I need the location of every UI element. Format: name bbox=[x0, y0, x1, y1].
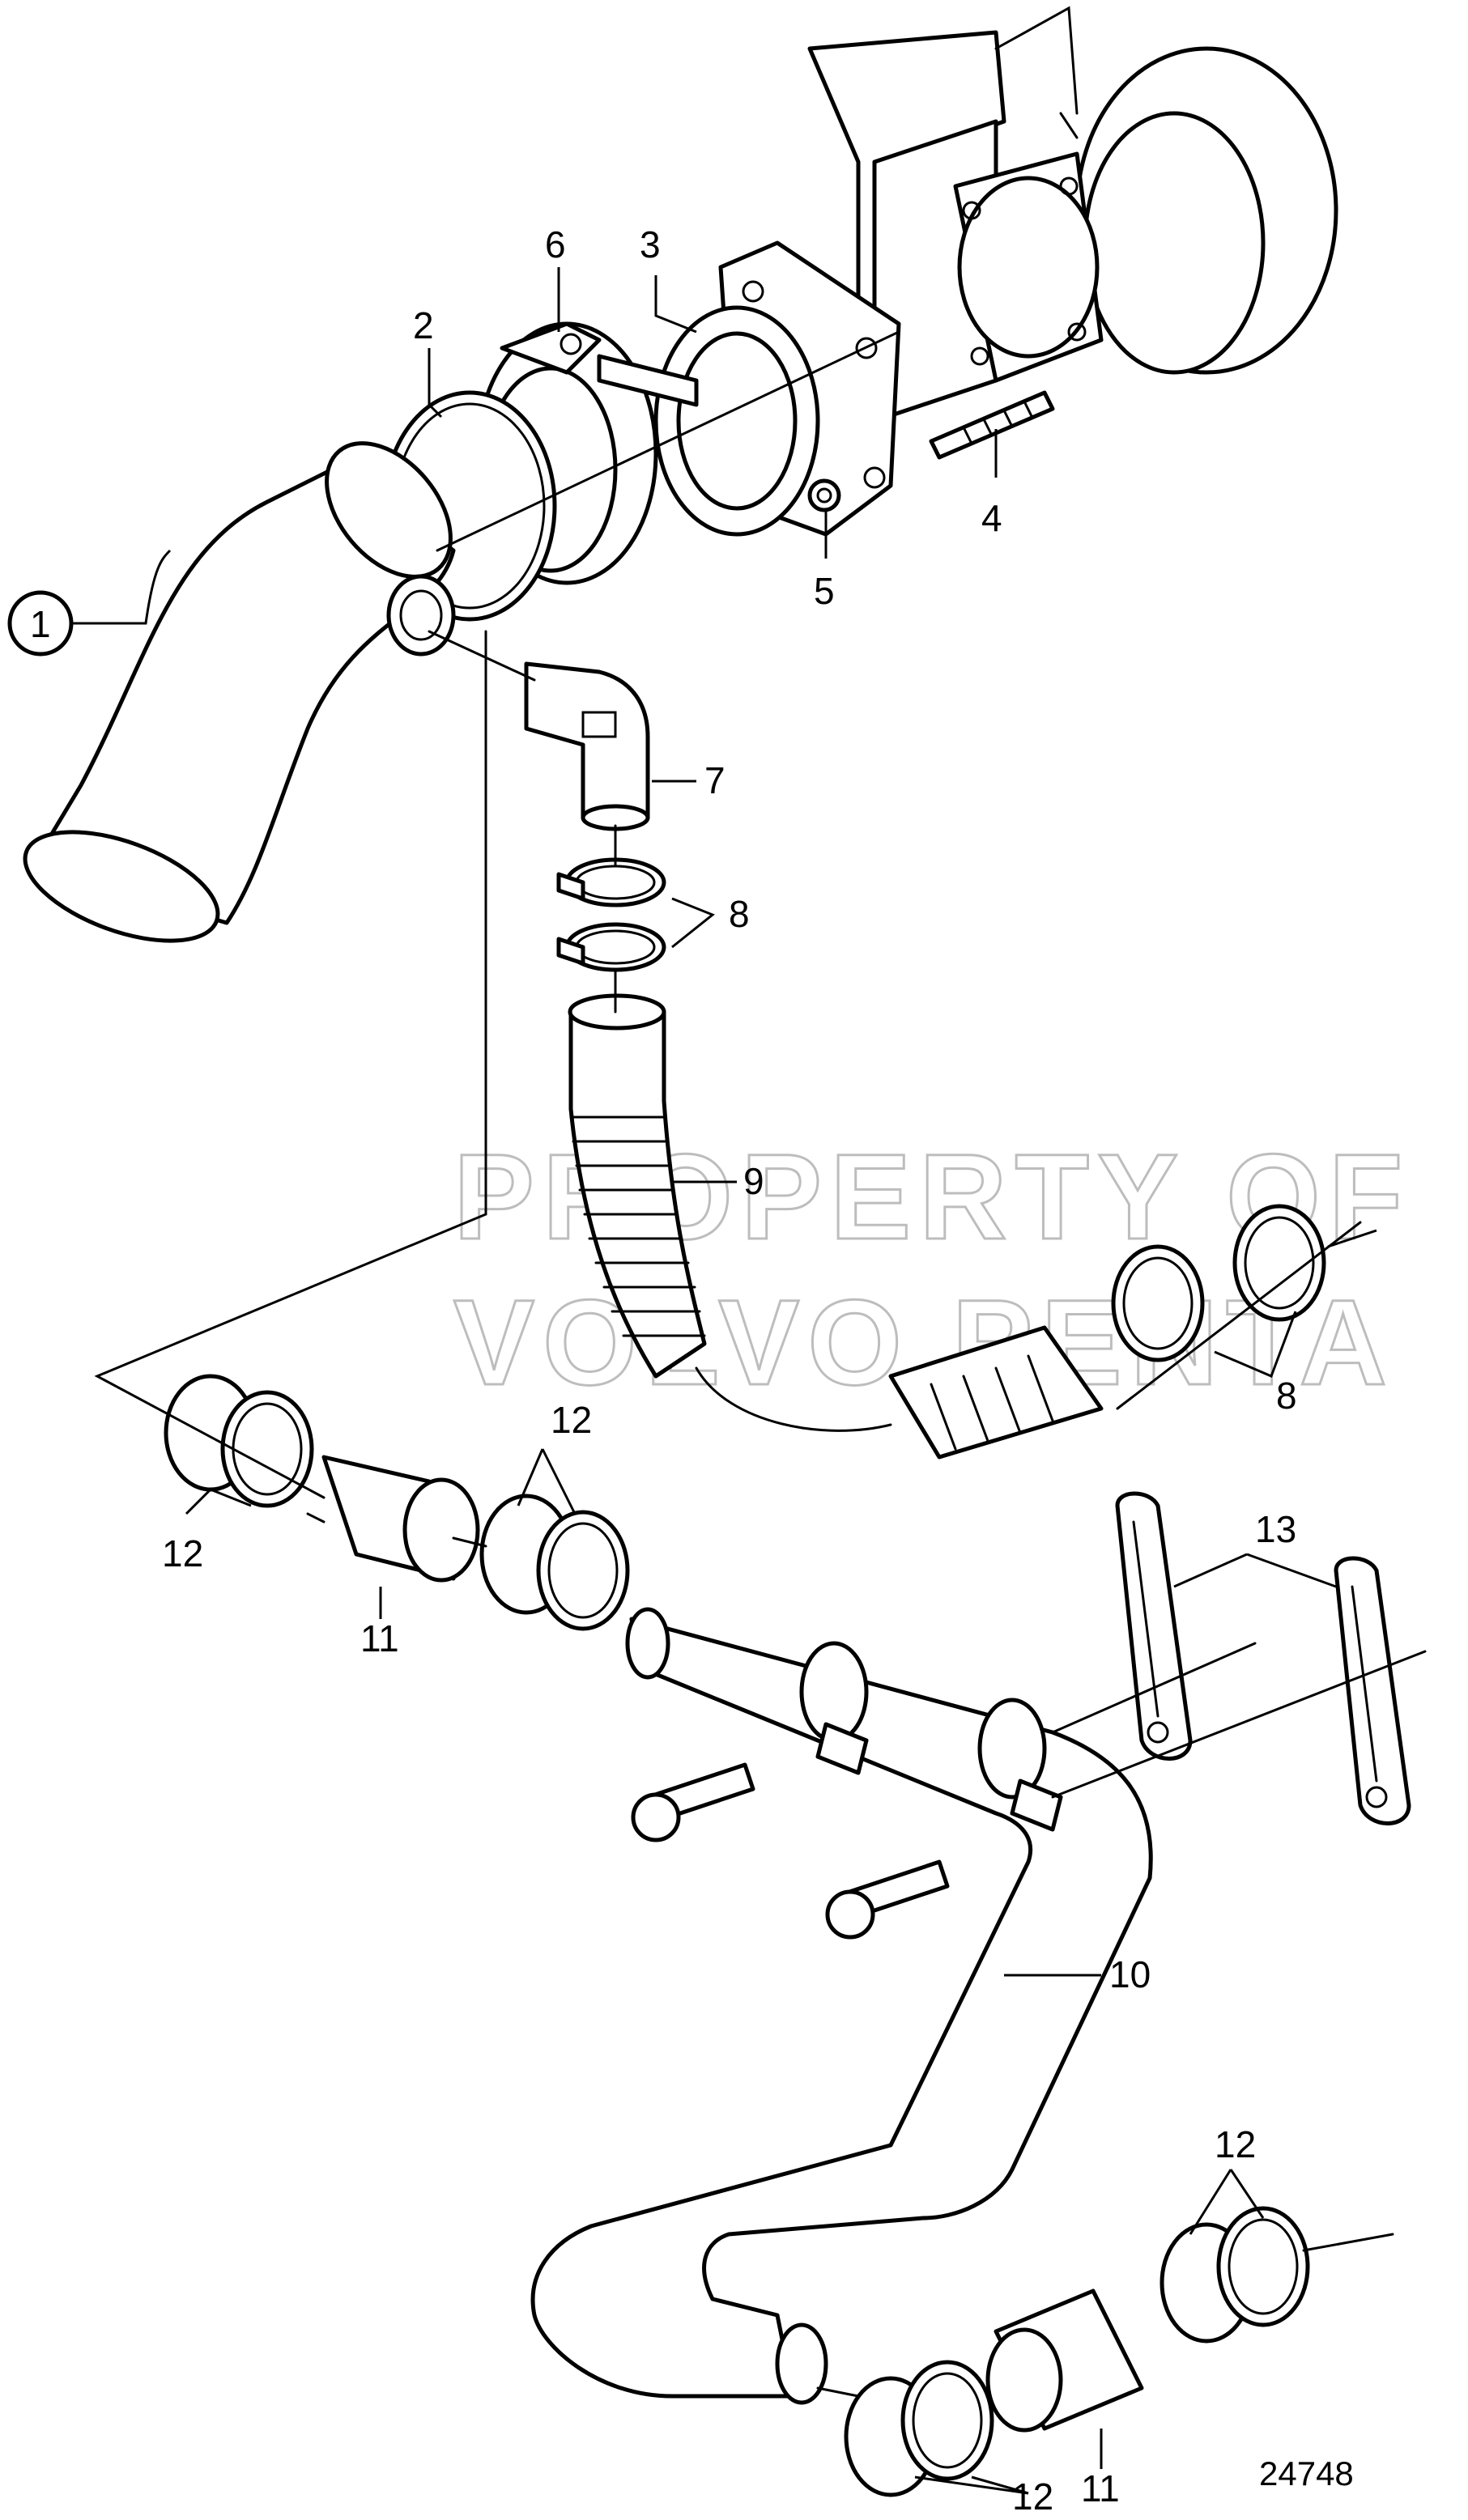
part-12-hose-clamps-middle bbox=[479, 1494, 630, 1631]
callout-13: 13 bbox=[1255, 1508, 1296, 1550]
callout-8-right: 8 bbox=[1276, 1375, 1297, 1417]
part-11-hose-sleeve-lower bbox=[985, 2288, 1144, 2433]
part-11-hose-sleeve-upper bbox=[321, 1455, 480, 1583]
callout-3: 3 bbox=[640, 223, 661, 266]
callout-6: 6 bbox=[545, 223, 566, 266]
part-5-nut bbox=[807, 478, 841, 512]
part-13-support-brackets bbox=[1115, 1491, 1411, 1825]
part-12-hose-clamps-left bbox=[164, 1374, 314, 1508]
callout-circle-1 bbox=[7, 590, 74, 657]
part-9-corrugated-hose bbox=[568, 993, 1104, 1460]
callout-11-upper: 11 bbox=[360, 1617, 399, 1659]
callout-10: 10 bbox=[1109, 1953, 1151, 1995]
callout-1: 1 bbox=[30, 603, 51, 645]
callout-7: 7 bbox=[704, 759, 725, 801]
callout-12-middle: 12 bbox=[551, 1399, 592, 1441]
turbocharger-housing bbox=[807, 6, 1338, 423]
callout-12-left: 12 bbox=[162, 1532, 203, 1574]
callout-4: 4 bbox=[981, 497, 1002, 539]
callout-9: 9 bbox=[743, 1160, 764, 1202]
callout-5: 5 bbox=[814, 570, 835, 612]
figure-number: 24748 bbox=[1259, 2454, 1354, 2492]
part-4-stud bbox=[929, 390, 1055, 460]
callout-8-upper: 8 bbox=[729, 893, 750, 935]
part-3-flange-adaptor bbox=[653, 240, 901, 537]
part-8-hose-clamps-right bbox=[1111, 1204, 1377, 1362]
callout-2: 2 bbox=[413, 304, 434, 346]
part-10-coolant-pipe bbox=[530, 1607, 1153, 2405]
callout-11-lower: 11 bbox=[1081, 2467, 1120, 2509]
callout-labels: 1 2 3 4 5 6 7 8 8 9 10 11 11 12 12 12 12… bbox=[7, 223, 1297, 2518]
part-12-hose-clamps-lower bbox=[844, 2206, 1310, 2497]
part-8-hose-clamps-upper bbox=[556, 857, 666, 972]
callout-12-right: 12 bbox=[1215, 2123, 1256, 2165]
callout-12-bottom: 12 bbox=[1012, 2475, 1053, 2518]
part-7-elbow-nipple bbox=[524, 661, 650, 831]
callout-leaders bbox=[73, 267, 1337, 2495]
part-1-exhaust-elbow bbox=[23, 441, 456, 943]
assembly-centerlines bbox=[94, 330, 1427, 2398]
pipe-brackets-and-bolts bbox=[631, 1722, 1063, 1940]
